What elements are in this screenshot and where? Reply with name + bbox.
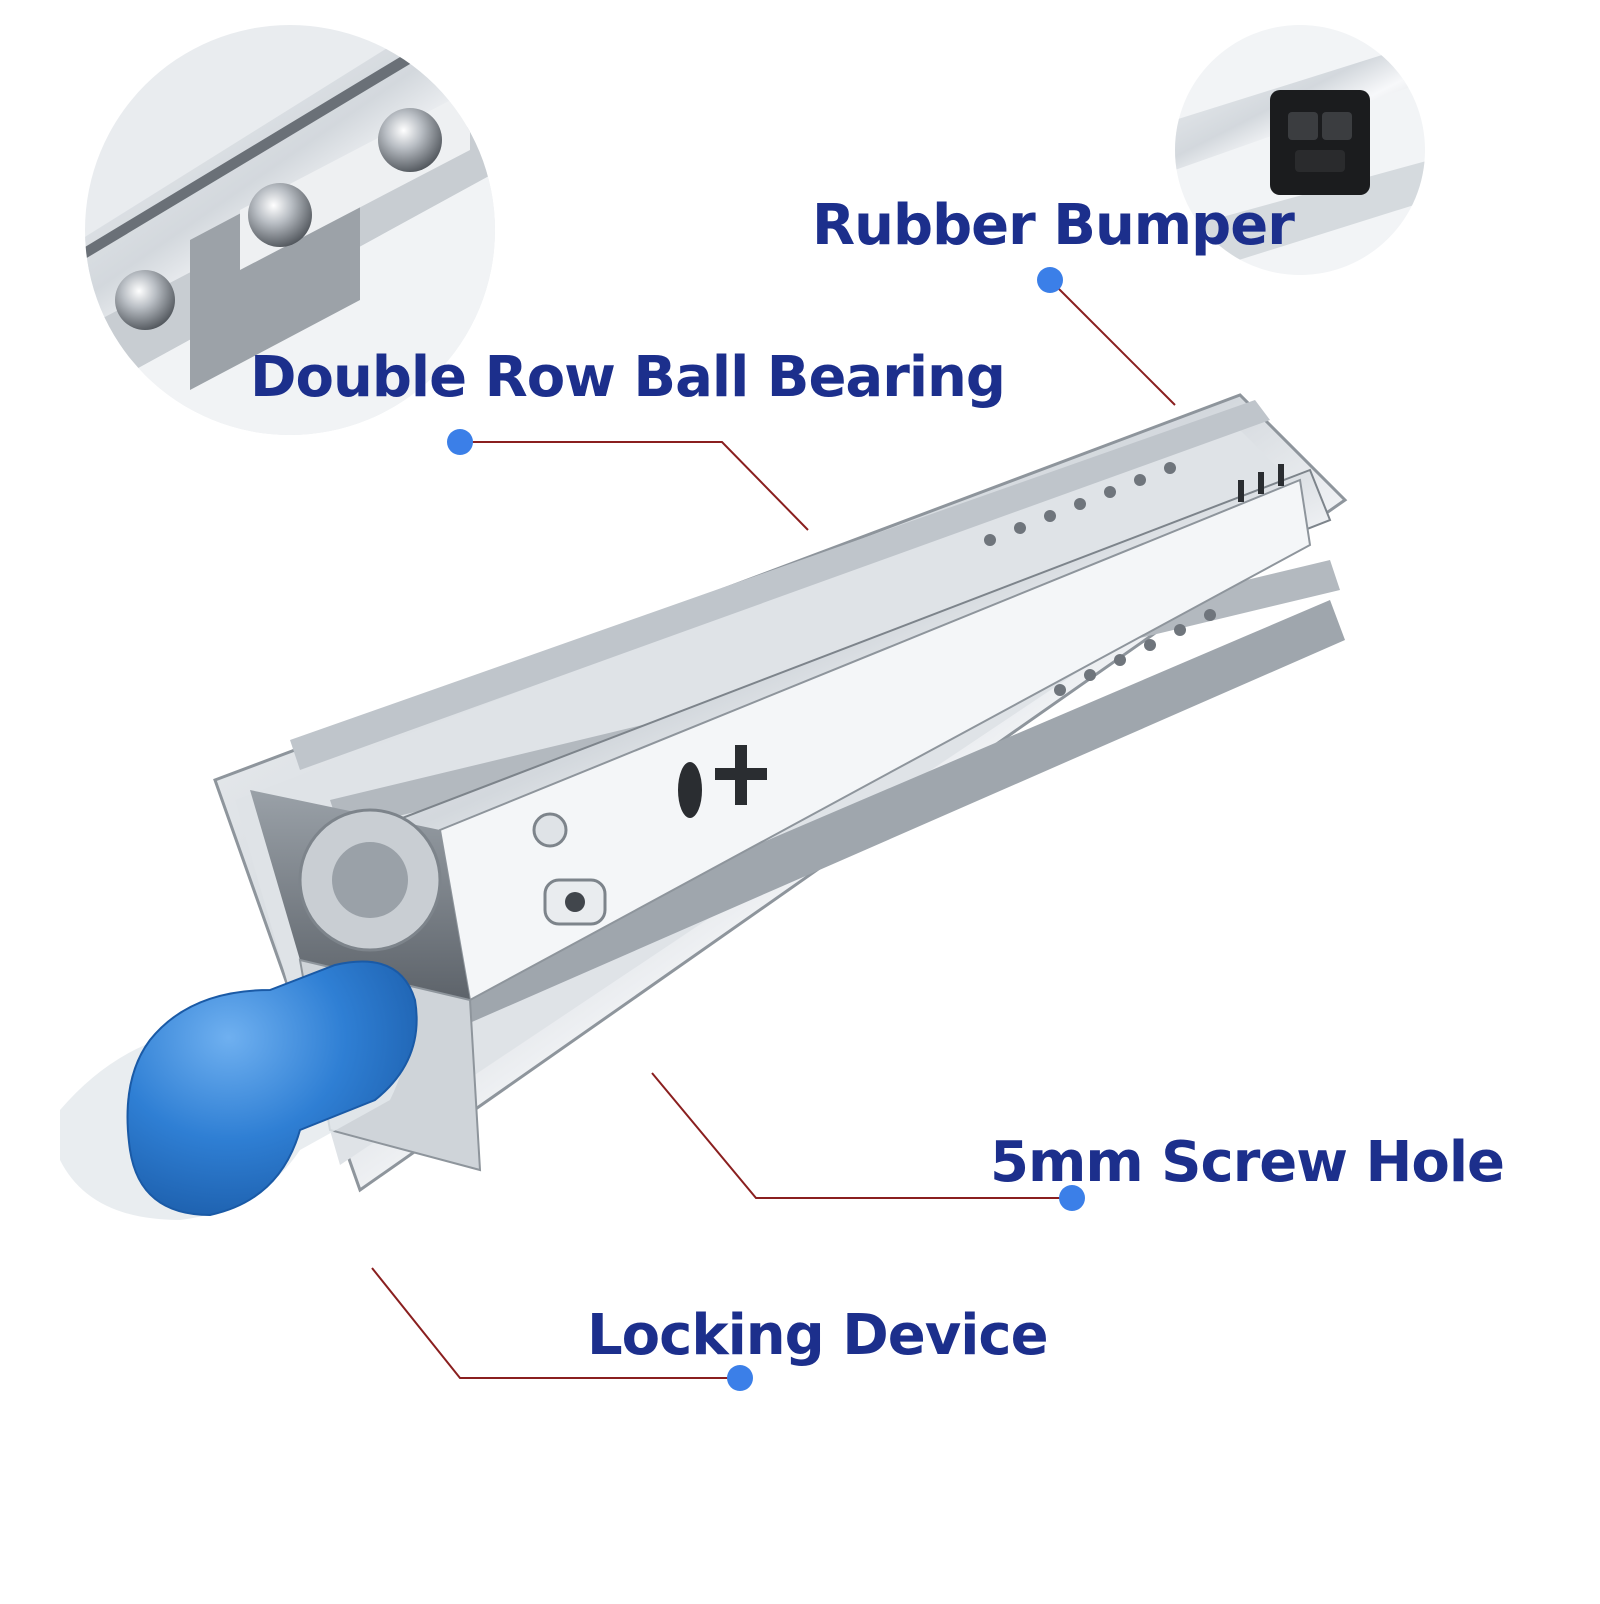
screw-hole-slot-icon <box>678 762 702 818</box>
ball-row-upper <box>984 462 1176 546</box>
callout-dot-screw <box>1059 1185 1085 1211</box>
callout-dots <box>447 267 1085 1391</box>
callout-dot-bearing <box>447 429 473 455</box>
ball-row-lower <box>1054 609 1216 696</box>
callout-label-screw-hole: 5mm Screw Hole <box>990 1130 1505 1195</box>
callout-dot-lock <box>727 1365 753 1391</box>
ball-bearing-inset <box>85 25 495 435</box>
screw-hole-cross-icon <box>715 745 767 805</box>
callout-label-locking-device: Locking Device <box>587 1303 1049 1368</box>
callout-label-rubber-bumper: Rubber Bumper <box>812 193 1295 258</box>
rubber-bumper-inset <box>1175 25 1425 275</box>
callout-dot-bumper <box>1037 267 1063 293</box>
rivet-icon <box>532 812 568 848</box>
screw-hole-small-icons <box>1238 464 1284 502</box>
callout-label-double-row-ball-bearing: Double Row Ball Bearing <box>250 345 1006 410</box>
drawer-slide-body <box>213 393 1348 1193</box>
locking-handle <box>60 960 418 1220</box>
callout-leaders <box>371 279 1176 1379</box>
